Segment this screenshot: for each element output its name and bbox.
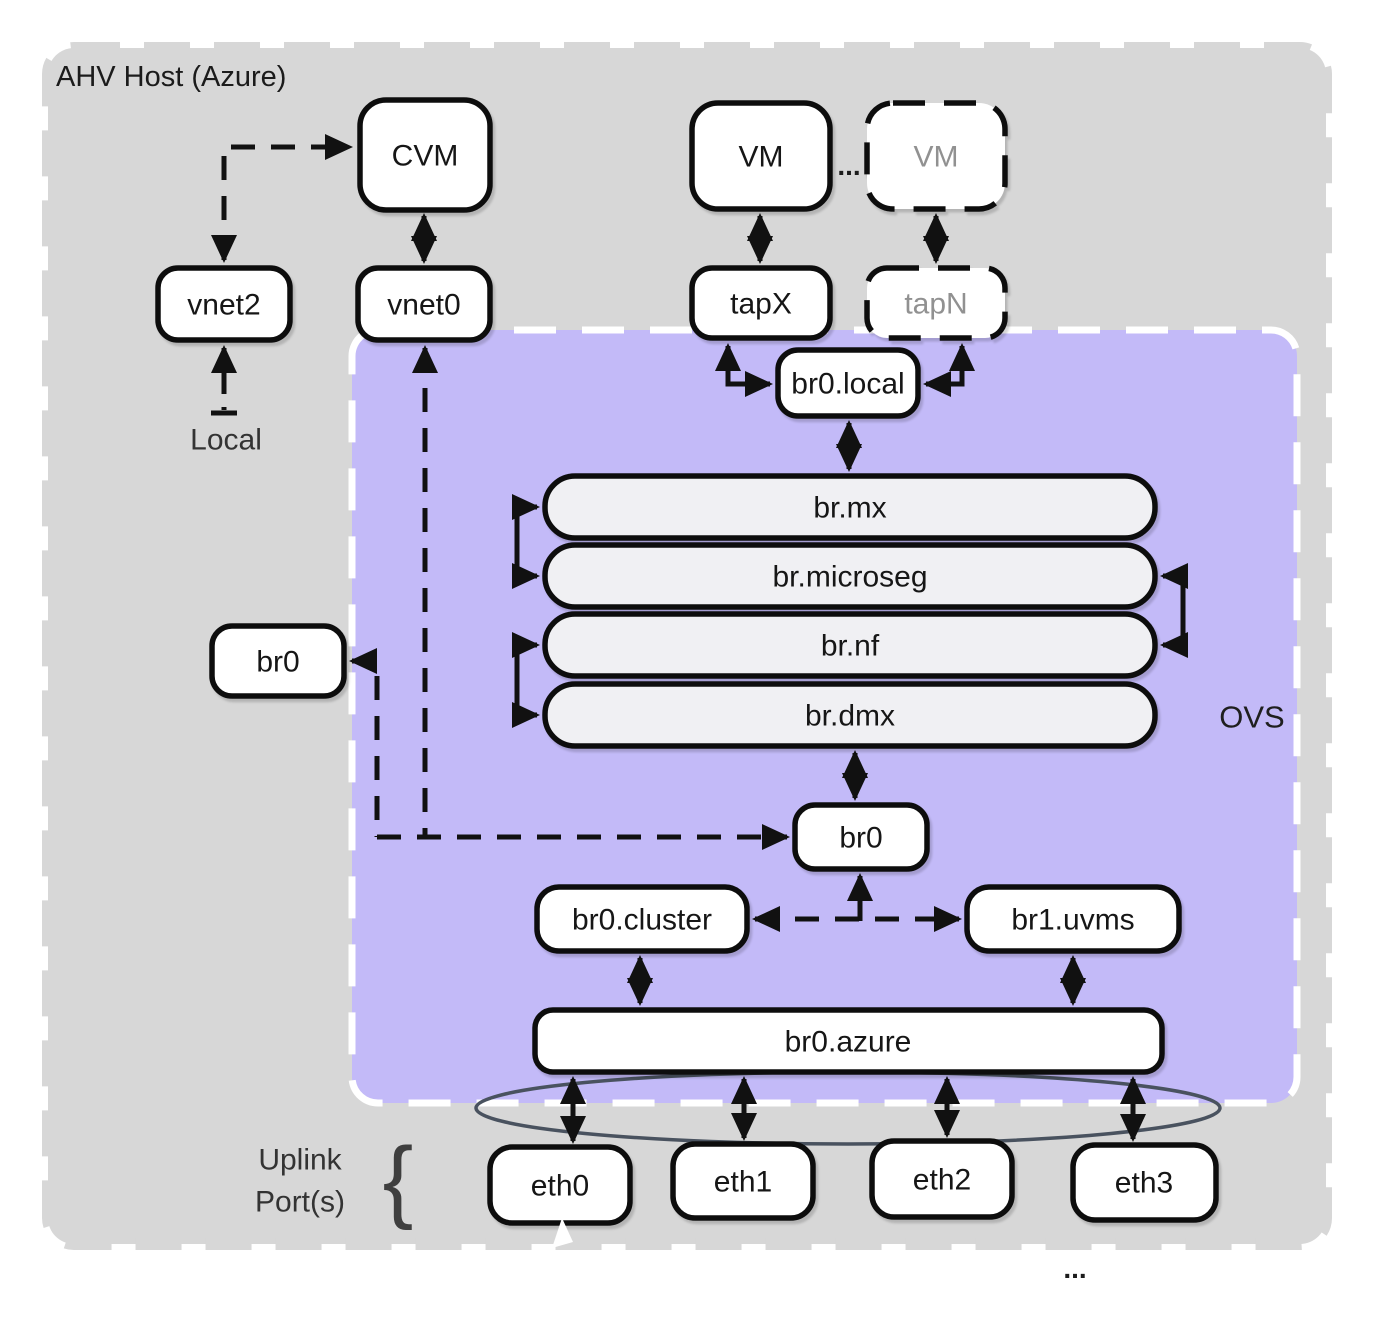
node-vnet2-label: vnet2 [187, 289, 260, 322]
node-br0-azure [532, 1007, 1165, 1075]
bottom-ellipsis: ... [1063, 1253, 1086, 1284]
node-tapn [864, 265, 1008, 341]
node-br-mx-label: br.mx [813, 492, 886, 525]
node-br-nf [542, 611, 1158, 679]
node-vm [689, 100, 833, 212]
node-eth1-label: eth1 [714, 1166, 772, 1199]
node-eth1 [670, 1141, 816, 1221]
node-vm-label: VM [739, 141, 784, 174]
node-br0-cluster [534, 884, 750, 954]
uplink-label-line1: Uplink [258, 1144, 342, 1177]
node-vm-n-label: VM [914, 141, 959, 174]
host-title: AHV Host (Azure) [56, 61, 286, 93]
vm-ellipsis: ... [837, 150, 860, 181]
node-br-mx [542, 473, 1158, 541]
ovs-label: OVS [1219, 700, 1284, 735]
uplink-label-line2: Port(s) [255, 1186, 345, 1219]
node-br1-uvms [964, 884, 1182, 954]
connector-br0host-elbow-dashed [349, 647, 380, 837]
node-tapx-label: tapX [730, 288, 792, 321]
node-eth3 [1070, 1142, 1219, 1223]
uplink-brace: { [383, 1129, 414, 1231]
node-br0-azure-label: br0.azure [785, 1026, 912, 1059]
node-br0-host-label: br0 [256, 646, 299, 679]
node-cvm [357, 97, 493, 213]
node-br-microseg [542, 542, 1158, 610]
node-vnet2 [155, 265, 293, 343]
mouse-cursor [552, 1218, 573, 1248]
node-eth0-label: eth0 [531, 1170, 589, 1203]
node-eth0 [487, 1144, 633, 1226]
node-eth3-label: eth3 [1115, 1167, 1173, 1200]
node-cvm-label: CVM [392, 140, 459, 173]
local-label: Local [190, 424, 262, 457]
connector-tapn-br0local [923, 343, 976, 397]
node-eth2 [869, 1138, 1015, 1220]
node-tapx [689, 265, 833, 341]
node-br-nf-label: br.nf [821, 630, 880, 663]
node-br0-host [209, 623, 347, 699]
node-br0 [792, 802, 930, 872]
connector-tapx-br0local [715, 343, 773, 398]
node-br0-cluster-label: br0.cluster [572, 904, 712, 937]
node-br0-label: br0 [839, 822, 882, 855]
node-eth2-label: eth2 [913, 1164, 971, 1197]
node-br0-local [775, 347, 921, 419]
node-br-dmx-label: br.dmx [805, 700, 895, 733]
node-vm-n [864, 100, 1008, 212]
node-vnet0 [355, 265, 493, 343]
node-br-dmx [542, 681, 1158, 749]
node-vnet0-label: vnet0 [387, 289, 460, 322]
node-tapn-label: tapN [904, 288, 967, 321]
node-br0-local-label: br0.local [791, 368, 904, 401]
node-br1-uvms-label: br1.uvms [1011, 904, 1134, 937]
node-br-microseg-label: br.microseg [772, 561, 927, 594]
